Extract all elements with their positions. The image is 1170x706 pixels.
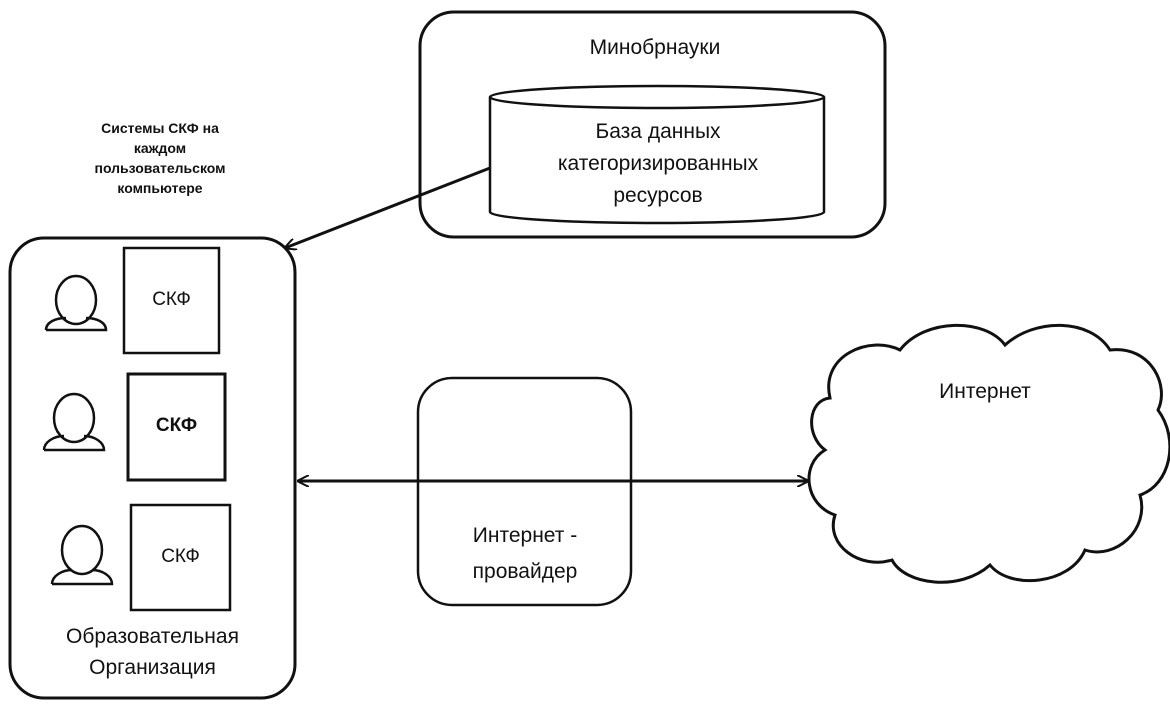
skf-label-3: СКФ [161,546,200,567]
database-label-line2: категоризированных [557,152,759,175]
annotation-line4: компьютере [117,180,203,196]
skf-box-3 [129,503,232,612]
organization-label-line1: Образовательная [66,625,239,648]
skf-box-2 [126,372,227,482]
arrow-database-to-organization [285,166,491,248]
skf-label-1: СКФ [152,289,191,310]
database-label-line3: ресурсов [613,184,703,207]
internet-label: Интернет [939,380,1031,403]
database-label-line1: База данных [595,120,721,143]
annotation-line1: Системы СКФ на [101,120,219,136]
provider-box [416,376,633,607]
internet-cloud [807,323,1170,584]
user-icon [50,524,114,586]
organization-label-line2: Организация [89,656,216,679]
ministry-box [418,10,887,239]
skf-box-1 [122,246,221,355]
annotation-line3: пользовательском [94,160,226,176]
user-icon [42,392,106,452]
annotation-line2: каждом [133,140,187,156]
organization-box [8,236,297,700]
provider-label-line2: провайдер [472,560,578,583]
database-cylinder [488,84,826,225]
user-icon [44,274,108,332]
provider-label-line1: Интернет - [472,524,578,547]
ministry-title: Минобрнауки [589,36,721,59]
skf-label-2: СКФ [155,415,198,436]
